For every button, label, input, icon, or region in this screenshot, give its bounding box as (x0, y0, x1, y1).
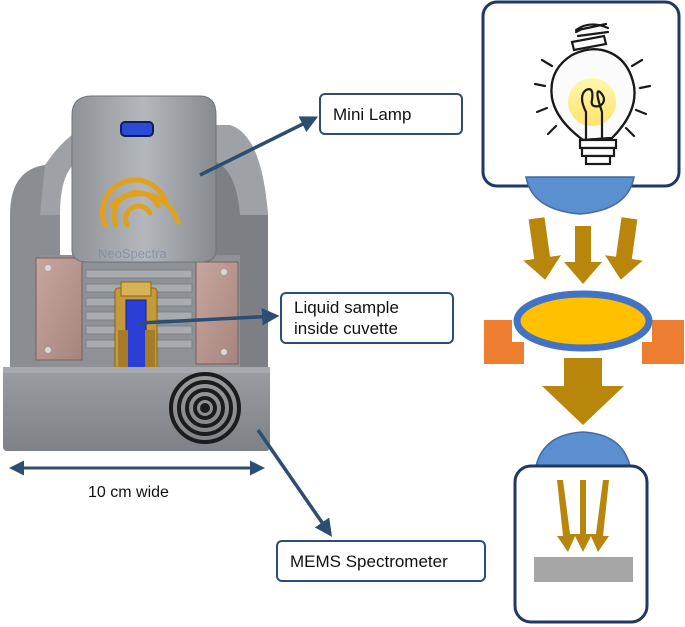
leader-arrow-mems (256, 429, 332, 537)
lamp-lens (525, 176, 635, 215)
device-base (3, 367, 270, 451)
leader-arrow-lamp (199, 116, 319, 177)
light-bulb-icon (533, 22, 652, 166)
fan-grill-icon (169, 372, 241, 444)
liquid-sample-ellipse (513, 290, 653, 352)
mini-lamp-label-text: Mini Lamp (333, 104, 412, 124)
detector-sensor (534, 557, 633, 582)
width-note: 10 cm wide (88, 484, 169, 501)
mems-spectrometer-label-text: MEMS Spectrometer (290, 551, 448, 571)
mini-lamp-label: Mini Lamp (319, 93, 463, 135)
transmitted-beam (542, 358, 624, 425)
liquid-sample-label: Liquid sample inside cuvette (280, 292, 454, 344)
neospectra-device: NeoSpectra (3, 95, 270, 451)
neospectra-logo-icon (100, 177, 181, 228)
leader-arrow-liquid (139, 307, 280, 326)
liquid-sample-label-line1: Liquid sample (294, 298, 399, 317)
mems-spectrometer-label: MEMS Spectrometer (276, 540, 486, 582)
right-mount-plate (195, 261, 239, 365)
liquid-sample-label-line2: inside cuvette (294, 319, 398, 338)
focused-beams (557, 480, 609, 552)
brand-text: NeoSpectra (98, 246, 167, 261)
detector-lens (535, 431, 631, 467)
left-mount-plate (35, 257, 83, 361)
usb-port-icon (120, 121, 154, 137)
incident-beams (523, 217, 643, 284)
